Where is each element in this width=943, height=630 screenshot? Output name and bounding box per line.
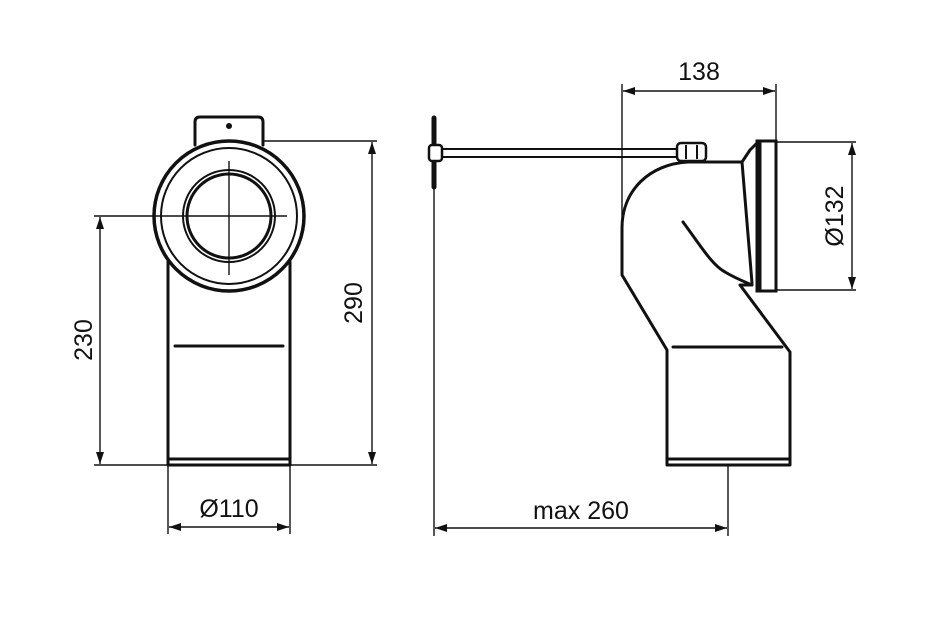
- inner-bend-line: [681, 220, 754, 287]
- rod-clamp: [675, 141, 708, 163]
- dimension-label-132: Ø132: [821, 185, 849, 246]
- front-view: 230 290 Ø110: [70, 115, 377, 534]
- dimension-label-260: max 260: [533, 497, 629, 525]
- dimension-label-290: 290: [340, 282, 368, 324]
- mounting-hole: [226, 123, 232, 129]
- connector-cone: [740, 141, 759, 285]
- wall-plate-nut: [427, 143, 444, 163]
- dimension-label-230: 230: [70, 319, 98, 361]
- dimension-label-138: 138: [678, 58, 720, 86]
- side-view: 138 Ø132 max 260: [427, 58, 856, 536]
- inlet-flange: [755, 139, 778, 293]
- dimension-label-110: Ø110: [199, 495, 258, 523]
- mounting-tab: [193, 115, 265, 147]
